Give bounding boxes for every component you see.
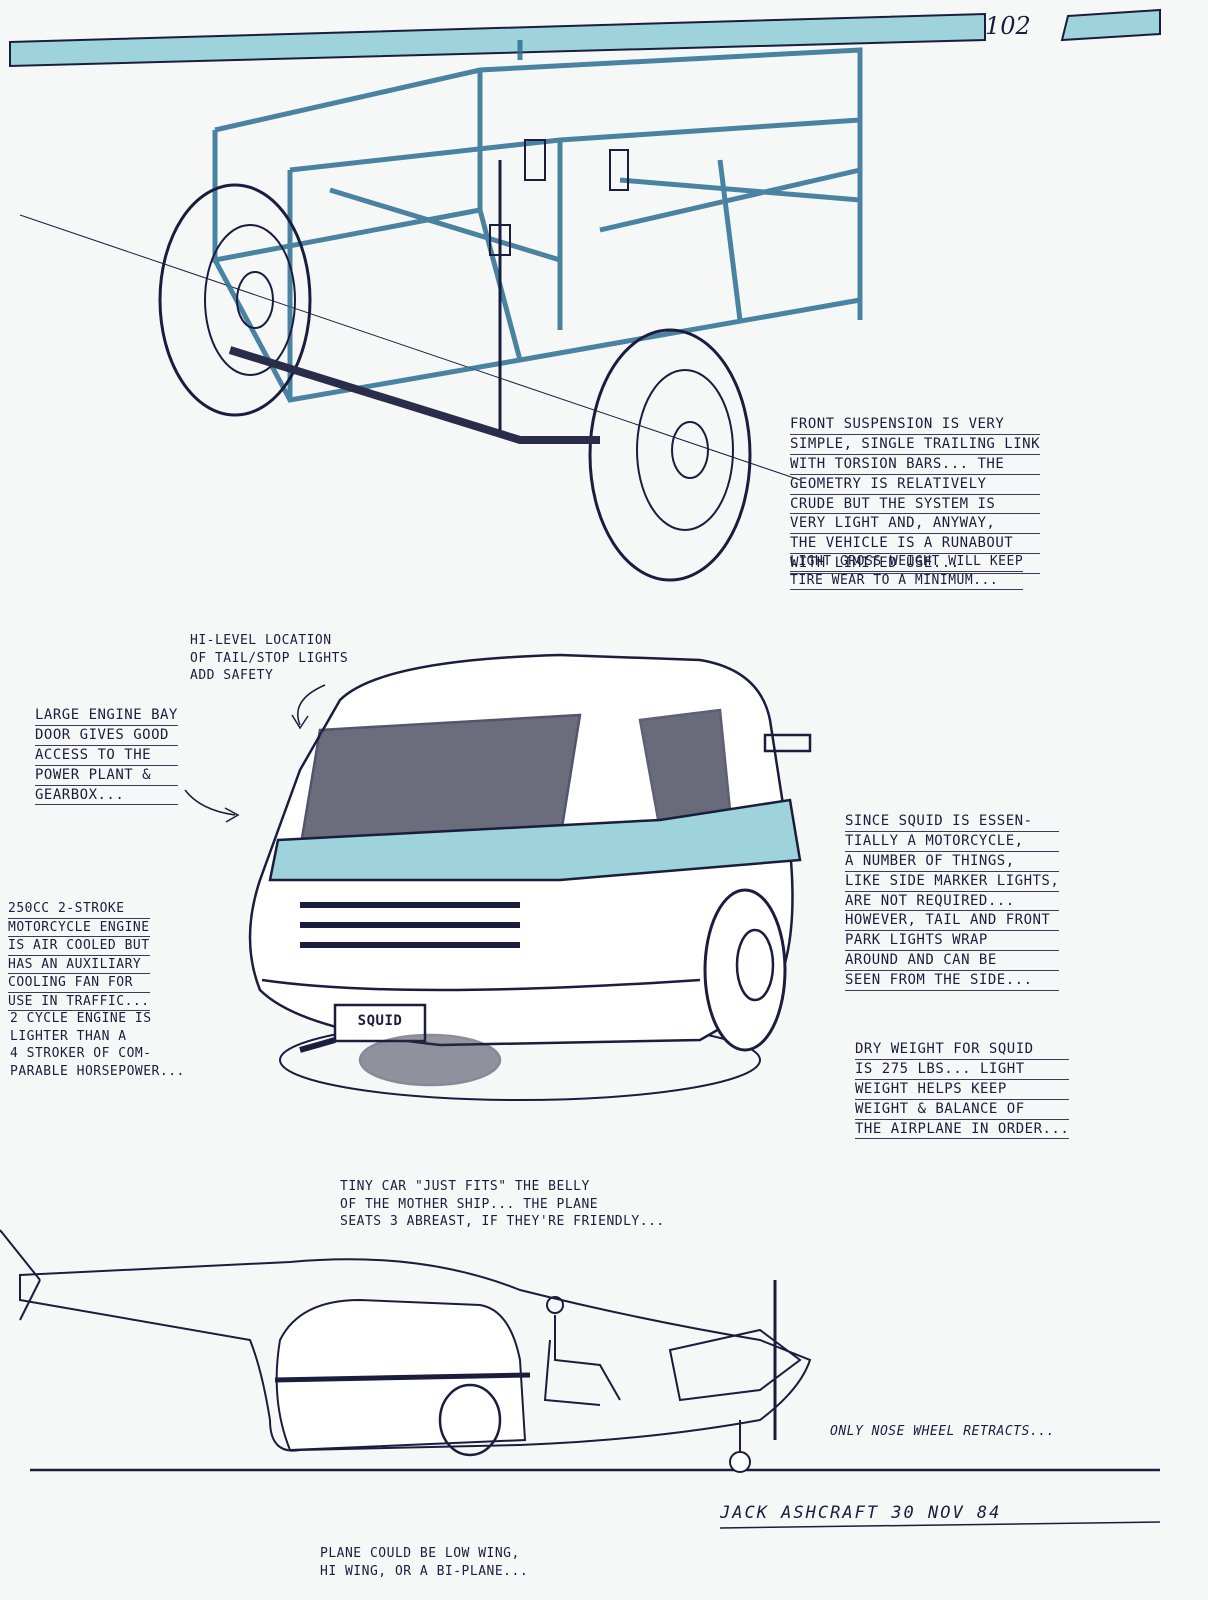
note-line: WITH TORSION BARS... THE [790,455,1041,475]
note-line: 4 STROKER OF COM- [10,1046,152,1062]
note-line: LIGHTER THAN A [10,1028,127,1044]
note-line: DRY WEIGHT FOR SQUID [855,1040,1070,1060]
note-line: POWER PLANT & [35,766,178,786]
note-line: TIRE WEAR TO A MINIMUM... [790,572,1024,591]
note-plane-wing: PLANE COULD BE LOW WING, HI WING, OR A B… [320,1545,528,1580]
note-two-cycle: 2 CYCLE ENGINE IS LIGHTER THAN A 4 STROK… [10,1010,185,1080]
note-line: A NUMBER OF THINGS, [845,852,1060,872]
note-line: SINCE SQUID IS ESSEN- [845,812,1060,832]
note-line: LIKE SIDE MARKER LIGHTS, [845,872,1060,892]
note-line: OF TAIL/STOP LIGHTS [190,650,349,666]
note-line: ACCESS TO THE [35,746,178,766]
note-line: SIMPLE, SINGLE TRAILING LINK [790,435,1041,455]
note-line: TINY CAR "JUST FITS" THE BELLY [340,1179,590,1194]
note-line: IS AIR COOLED BUT [8,937,150,956]
note-line: 250CC 2-STROKE [8,900,150,919]
note-line: HOWEVER, TAIL AND FRONT [845,911,1060,932]
note-line: SEATS 3 ABREAST, IF THEY'RE FRIENDLY... [340,1214,665,1230]
note-line: THE AIRPLANE IN ORDER... [855,1120,1070,1140]
note-line: HI WING, OR A BI-PLANE... [320,1563,529,1579]
note-tail-lights: HI-LEVEL LOCATION OF TAIL/STOP LIGHTS AD… [190,632,348,685]
note-line: GEARBOX... [35,786,178,806]
note-line: AROUND AND CAN BE [845,951,1060,972]
note-line: MOTORCYCLE ENGINE [8,919,150,938]
note-line: DOOR GIVES GOOD [35,726,178,746]
note-line: CRUDE BUT THE SYSTEM IS [790,495,1041,515]
note-tire-wear: LIGHT GROSS WEIGHT WILL KEEP TIRE WEAR T… [790,553,1024,591]
note-line: SEEN FROM THE SIDE... [845,971,1060,992]
note-motorcycle: SINCE SQUID IS ESSEN- TIALLY A MOTORCYCL… [845,812,1060,992]
note-line: LIGHT GROSS WEIGHT WILL KEEP [790,553,1024,572]
note-line: 2 CYCLE ENGINE IS [10,1011,152,1026]
chassis-frame-sketch [19,40,863,582]
note-line: IS 275 LBS... LIGHT [855,1060,1070,1080]
note-line: PARK LIGHTS WRAP [845,931,1060,952]
page-number: 102 [985,12,1031,40]
note-front-suspension: FRONT SUSPENSION IS VERY SIMPLE, SINGLE … [790,415,1041,575]
note-line: OF THE MOTHER SHIP... THE PLANE [340,1196,599,1212]
license-plate-text: SQUID [357,1013,403,1029]
note-line: GEOMETRY IS RELATIVELY [790,475,1041,495]
squid-car-rear-sketch [248,653,812,1101]
note-line: LARGE ENGINE BAY [35,706,178,726]
note-line: PLANE COULD BE LOW WING, [320,1546,520,1561]
mothership-plane-sketch [0,1229,1161,1529]
note-dry-weight: DRY WEIGHT FOR SQUID IS 275 LBS... LIGHT… [855,1040,1070,1140]
note-line: WEIGHT HELPS KEEP [855,1080,1070,1100]
note-engine-bay: LARGE ENGINE BAY DOOR GIVES GOOD ACCESS … [35,706,178,806]
note-engine-250: 250CC 2-STROKE MOTORCYCLE ENGINE IS AIR … [8,900,150,1012]
signature: JACK ASHCRAFT 30 NOV 84 [720,1503,1002,1523]
note-line: THE VEHICLE IS A RUNABOUT [790,534,1041,555]
note-nose-wheel: ONLY NOSE WHEEL RETRACTS... [830,1424,1055,1439]
note-line: ARE NOT REQUIRED... [845,892,1060,912]
note-line: HI-LEVEL LOCATION [190,633,332,648]
note-line: FRONT SUSPENSION IS VERY [790,415,1041,435]
note-line: USE IN TRAFFIC... [8,993,150,1012]
note-line: TIALLY A MOTORCYCLE, [845,832,1060,852]
note-line: WEIGHT & BALANCE OF [855,1100,1070,1120]
note-tiny-car: TINY CAR "JUST FITS" THE BELLY OF THE MO… [340,1178,665,1231]
note-line: VERY LIGHT AND, ANYWAY, [790,514,1041,535]
note-line: PARABLE HORSEPOWER... [10,1063,185,1079]
note-line: WITH LIMITED USE... [790,554,1041,575]
note-line: COOLING FAN FOR [8,974,150,993]
note-line: ADD SAFETY [190,668,274,684]
annotation-arrows [184,684,326,823]
top-banner [9,8,1161,68]
note-line: HAS AN AUXILIARY [8,956,150,975]
